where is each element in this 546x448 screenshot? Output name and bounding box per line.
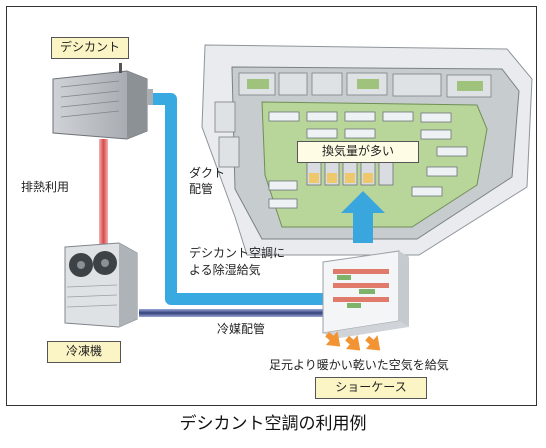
refrigerator-unit bbox=[64, 242, 138, 328]
showcase-unit bbox=[322, 250, 409, 339]
showcase-label-box: ショーケース bbox=[315, 377, 427, 399]
supply-air-arrow bbox=[341, 191, 385, 243]
dehumid-label-line1: デシカント空調に bbox=[189, 246, 286, 260]
desiccant-unit bbox=[52, 63, 153, 140]
duct-piping-label-line1: ダクト bbox=[189, 166, 226, 180]
diagram-frame: デシカント 排熱利用 冷凍機 冷媒配管 ダクト 配管 換気量が多い デシカント空… bbox=[6, 6, 537, 406]
duct-piping-label-line2: 配管 bbox=[189, 182, 214, 196]
warm-air-arrows bbox=[325, 331, 381, 351]
exhaust-heat-pipe bbox=[99, 139, 108, 247]
store-floorplan bbox=[201, 44, 533, 256]
exhaust-heat-label: 排熱利用 bbox=[21, 180, 70, 194]
system-illustration bbox=[52, 44, 533, 351]
refrigerant-piping-label: 冷媒配管 bbox=[217, 322, 266, 336]
dehumid-label-line2: よる除湿給気 bbox=[189, 263, 261, 277]
desiccant-label-box: デシカント bbox=[51, 37, 129, 59]
ventilation-label-box: 換気量が多い bbox=[297, 141, 419, 163]
refrigerator-label-box: 冷凍機 bbox=[47, 341, 121, 363]
duct-pipe bbox=[147, 93, 325, 305]
warm-air-label: 足元より暖かい乾いた空気を給気 bbox=[269, 358, 449, 372]
figure-caption: デシカント空調の利用例 bbox=[179, 414, 367, 434]
refrigerant-pipe bbox=[139, 309, 329, 317]
